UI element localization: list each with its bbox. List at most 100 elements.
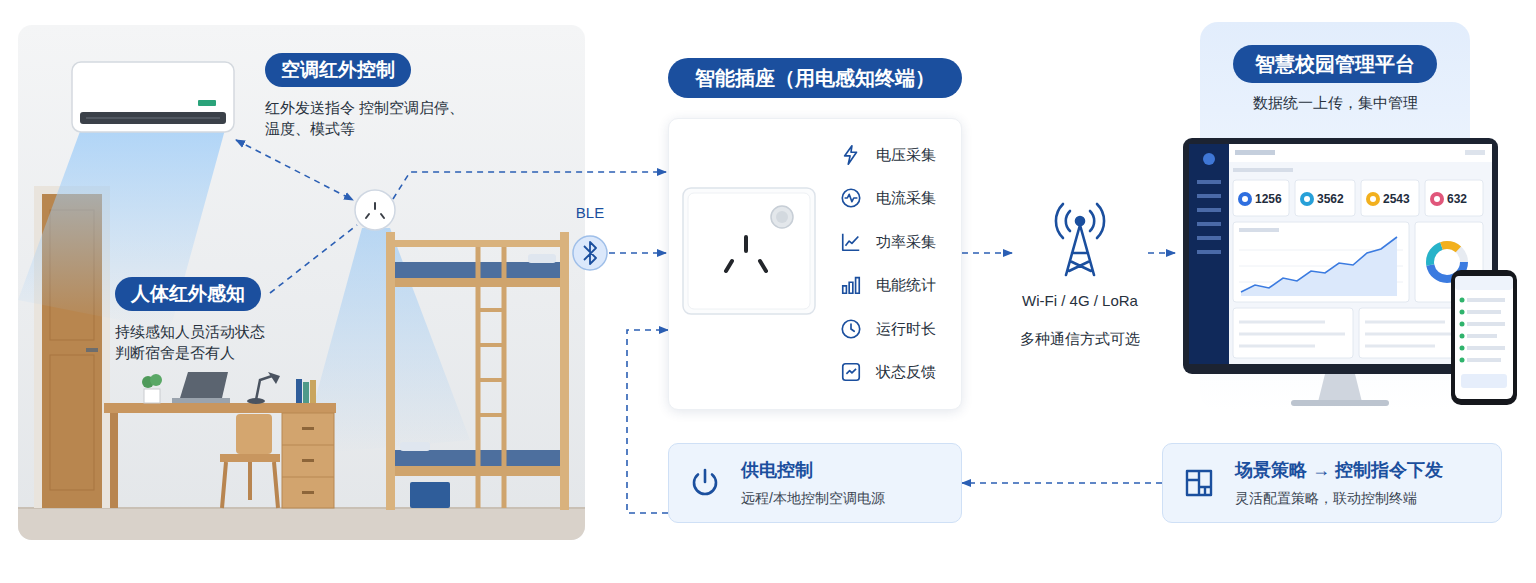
connector bbox=[962, 482, 1162, 484]
platform-panel: 智慧校园管理平台数据统一上传，集中管理 bbox=[1175, 22, 1520, 410]
laptop bbox=[180, 372, 228, 398]
protocol-label: BLE bbox=[576, 204, 604, 222]
control-icon bbox=[1187, 471, 1211, 495]
control-body: 灵活配置策略，联动控制终端 bbox=[1235, 488, 1443, 508]
stat-number: 2543 bbox=[1383, 192, 1410, 206]
device-card: 智能插座（用电感知终端） 电压采集电流采集功率采集电能统计运行时长状态反馈 bbox=[668, 58, 962, 410]
feature-icon bbox=[845, 146, 857, 164]
feature-item: 电流采集 bbox=[876, 188, 936, 208]
bunk-bed bbox=[395, 240, 560, 247]
network-types: Wi-Fi / 4G / LoRa bbox=[1012, 291, 1148, 311]
air-conditioner bbox=[86, 118, 220, 119]
air-conditioner bbox=[72, 62, 234, 132]
chair bbox=[236, 414, 272, 454]
control-icon bbox=[687, 465, 723, 501]
feature-icon bbox=[842, 320, 859, 337]
feature-row: 功率采集 bbox=[840, 220, 958, 264]
chair bbox=[220, 454, 280, 462]
control-box: 场景策略 → 控制指令下发灵活配置策略，联动控制终端 bbox=[1162, 443, 1502, 523]
bunk-bed bbox=[560, 232, 569, 510]
leader-lines bbox=[270, 225, 357, 293]
feature-row: 电能统计 bbox=[840, 264, 958, 308]
network-node: Wi-Fi / 4G / LoRa 多种通信方式可选 bbox=[1012, 195, 1148, 349]
door bbox=[50, 355, 94, 490]
feature-icon bbox=[840, 187, 862, 209]
feature-row: 电压采集 bbox=[840, 133, 958, 177]
desk bbox=[282, 413, 334, 508]
desk-lamp bbox=[268, 372, 280, 384]
bluetooth-symbol bbox=[573, 236, 607, 270]
air-conditioner bbox=[80, 112, 226, 124]
feature-row: 运行时长 bbox=[840, 307, 958, 351]
control-icon bbox=[694, 470, 716, 494]
socket-plate bbox=[683, 188, 815, 314]
plant bbox=[150, 374, 162, 386]
callout-heading: 空调红外控制 bbox=[265, 53, 411, 87]
plant bbox=[144, 389, 160, 403]
desk bbox=[302, 427, 314, 430]
callout-box: 人体红外感知持续感知人员活动状态 判断宿舍是否有人 bbox=[115, 277, 293, 363]
chair bbox=[222, 462, 278, 508]
card-title: 智能插座（用电感知终端） bbox=[668, 58, 962, 98]
air-conditioner bbox=[198, 100, 216, 106]
bunk-bed bbox=[386, 232, 569, 510]
feature-icon bbox=[840, 361, 862, 383]
feature-icon bbox=[843, 278, 860, 294]
chair bbox=[220, 414, 280, 508]
stat-number: 632 bbox=[1447, 192, 1467, 206]
smart-socket-device bbox=[355, 190, 395, 230]
feature-list: 电压采集电流采集功率采集电能统计运行时长状态反馈 bbox=[840, 133, 958, 394]
dorm-room bbox=[18, 508, 585, 540]
socket-plate bbox=[682, 187, 816, 315]
books bbox=[296, 379, 316, 403]
bunk-bed bbox=[528, 254, 556, 263]
callout-box: 空调红外控制红外发送指令 控制空调启停、温度、模式等 bbox=[265, 53, 483, 139]
bunk-bed bbox=[410, 482, 450, 508]
feature-icon bbox=[842, 190, 859, 207]
feature-icon bbox=[840, 144, 862, 166]
feature-item: 运行时长 bbox=[876, 319, 936, 339]
antenna-icon bbox=[1056, 204, 1104, 275]
bunk-bed bbox=[386, 232, 395, 510]
leader-lines bbox=[236, 140, 666, 293]
platform-subtitle: 数据统一上传，集中管理 bbox=[1200, 93, 1470, 113]
control-title: 场景策略 → 控制指令下发 bbox=[1235, 458, 1443, 482]
feature-item: 电压采集 bbox=[876, 145, 936, 165]
feature-row: 状态反馈 bbox=[840, 351, 958, 395]
control-box: 供电控制远程/本地控制空调电源 bbox=[668, 443, 962, 523]
feature-icon bbox=[840, 231, 862, 253]
feature-row: 电流采集 bbox=[840, 177, 958, 221]
bluetooth-symbol bbox=[584, 242, 596, 264]
stat-number: 3562 bbox=[1317, 192, 1344, 206]
air-conditioner bbox=[72, 62, 234, 132]
books bbox=[310, 380, 316, 403]
bluetooth-symbol bbox=[573, 236, 607, 270]
desk bbox=[104, 403, 336, 413]
feature-icon bbox=[843, 364, 860, 381]
platform-title: 智慧校园管理平台 bbox=[1233, 45, 1437, 83]
laptop bbox=[172, 372, 230, 403]
control-icon bbox=[1181, 465, 1217, 501]
plant bbox=[142, 374, 162, 403]
feature-icon bbox=[840, 274, 862, 296]
leader-lines bbox=[236, 140, 353, 200]
leader-lines bbox=[609, 252, 666, 254]
feature-item: 功率采集 bbox=[876, 232, 936, 252]
control-body: 远程/本地控制空调电源 bbox=[741, 488, 885, 508]
platform-head: 智慧校园管理平台数据统一上传，集中管理 bbox=[1200, 22, 1470, 113]
connector bbox=[962, 252, 1012, 254]
callout-body: 红外发送指令 控制空调启停、温度、模式等 bbox=[265, 97, 483, 139]
desk bbox=[302, 459, 314, 462]
control-text: 场景策略 → 控制指令下发灵活配置策略，联动控制终端 bbox=[1235, 458, 1443, 508]
feature-item: 电能统计 bbox=[876, 275, 936, 295]
dorm-room bbox=[18, 25, 585, 540]
leader-lines bbox=[393, 172, 666, 199]
network-note: 多种通信方式可选 bbox=[1012, 329, 1148, 349]
books bbox=[296, 379, 302, 403]
desk-lamp bbox=[247, 372, 280, 404]
antenna-icon bbox=[1012, 195, 1148, 279]
smart-socket-device bbox=[366, 203, 384, 218]
bunk-bed bbox=[478, 310, 504, 415]
laptop bbox=[172, 398, 230, 403]
